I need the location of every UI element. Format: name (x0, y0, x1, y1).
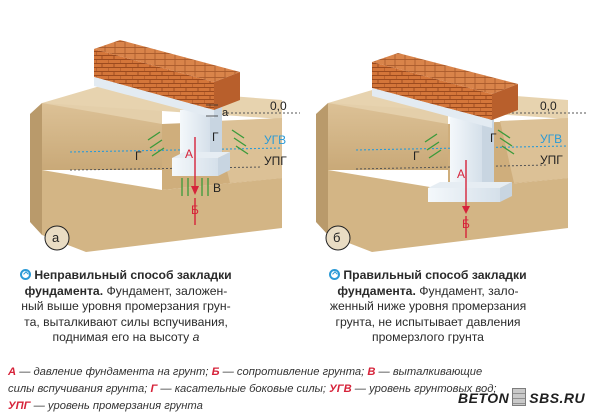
caption-line: женный ниже уровня промерзания (329, 299, 527, 313)
legend-key-B: Б (211, 366, 220, 378)
brick-wall-top (94, 40, 240, 82)
panel-b-badge (325, 225, 351, 251)
ugv-line (355, 145, 569, 151)
site-logo: BETON SBS.RU (458, 388, 585, 406)
caption-tail: а (192, 330, 200, 344)
level-upg-label: УПГ (264, 154, 287, 168)
panel-b: 0,0 УГВ УПГ А Б Г Г б (316, 53, 586, 252)
panel-a-badge (44, 225, 70, 251)
logo-right-text: SBS.RU (529, 390, 586, 406)
brick-wall-front (372, 62, 492, 120)
legend-text: — уровень грунтовых вод; (351, 383, 497, 395)
brick-icon (512, 388, 527, 406)
caption-line: та, выталкивают силы вспучивания, (24, 314, 228, 329)
caption-line: грунта, не испытывает давления (335, 314, 521, 329)
level-upg-label: УПГ (540, 153, 563, 167)
legend: А — давление фундамента на грунт; Б — со… (8, 364, 573, 415)
soil-front-lower (42, 170, 282, 252)
caption-head: Неправильный способ закладки фундамента. (24, 268, 232, 298)
caption-head: Правильный способ закладки фундамента. (337, 268, 527, 298)
label-A: А (457, 167, 465, 181)
legend-text: — давление фундамента на грунт; (16, 366, 209, 378)
legend-key-G: Г (150, 383, 158, 395)
legend-key-V: В (367, 366, 376, 378)
side-force-arrows-left (424, 133, 442, 159)
panel-a: а 0,0 УГВ УПГ А Б В Г Г а (30, 40, 300, 252)
legend-key-UGV: УГВ (329, 383, 352, 395)
brick-wall-front (94, 49, 214, 110)
level-ugv-label: УГВ (264, 133, 286, 147)
soil-right-block (500, 118, 568, 183)
foundation-footing-side (218, 152, 230, 176)
soil-right-block (215, 118, 282, 183)
legend-text: силы вспучивания грунта; (8, 383, 148, 395)
legend-text: — касательные боковые силы; (157, 383, 327, 395)
side-force-arrows-right (497, 129, 515, 155)
side-force-arrows-right (231, 129, 249, 155)
grade-beam (94, 77, 214, 118)
label-G-right: Г (490, 131, 497, 145)
label-G-left: Г (413, 149, 420, 163)
foundation-wall-front (180, 110, 210, 158)
soil-front-upper (328, 103, 448, 170)
brick-wall-side (492, 84, 518, 120)
soil-side (30, 103, 42, 235)
label-V: В (213, 181, 221, 195)
foundation-footing-top (428, 182, 512, 188)
height-label: а (222, 107, 229, 119)
caption-panel-b: Правильный способ закладки фундамента. Ф… (312, 268, 544, 346)
caption-panel-a: Неправильный способ закладки фундамента.… (10, 268, 242, 346)
label-A: А (185, 147, 193, 161)
legend-key-A: А (8, 366, 17, 378)
foundation-footing-front (428, 188, 500, 202)
side-force-arrows-left (147, 131, 165, 157)
label-B: Б (191, 203, 199, 217)
foundation-footing-side (500, 182, 512, 202)
legend-text: — уровень промерзания грунта (30, 400, 203, 412)
arrow-up-circle-icon (20, 269, 32, 280)
caption-line: Фундамент, зало- (419, 283, 519, 298)
ugv-line (69, 147, 283, 153)
caption-line: поднимая его на высоту (52, 330, 190, 344)
label-G-left: Г (135, 149, 142, 163)
legend-key-UPG: УПГ (8, 400, 31, 412)
level-00-label: 0,0 (270, 99, 287, 113)
panel-b-badge-label: б (333, 230, 340, 245)
level-ugv-label: УГВ (540, 132, 562, 146)
level-00-label: 0,0 (540, 99, 557, 113)
soil-side (316, 103, 328, 235)
brick-wall-side (214, 72, 240, 110)
grade-beam (372, 88, 492, 128)
legend-text: — сопротивление грунта; (219, 366, 365, 378)
label-B: Б (462, 217, 470, 231)
label-G-right: Г (212, 130, 219, 144)
legend-text: — выталкивающие (375, 366, 483, 378)
logo-left-text: BETON (458, 390, 510, 406)
arrow-up-circle-icon (329, 269, 341, 280)
caption-line: промерзлого грунта (372, 330, 484, 344)
caption-line: Фундамент, заложен- (106, 283, 228, 298)
heave-arrows (181, 178, 209, 196)
caption-line: ный выше уровня промерзания грун- (21, 299, 231, 313)
foundation-wall-front (450, 108, 482, 188)
soil-front-upper (42, 103, 162, 170)
panel-a-badge-label: а (52, 230, 60, 245)
foundation-footing-top (172, 152, 230, 158)
brick-wall-top (372, 53, 518, 94)
